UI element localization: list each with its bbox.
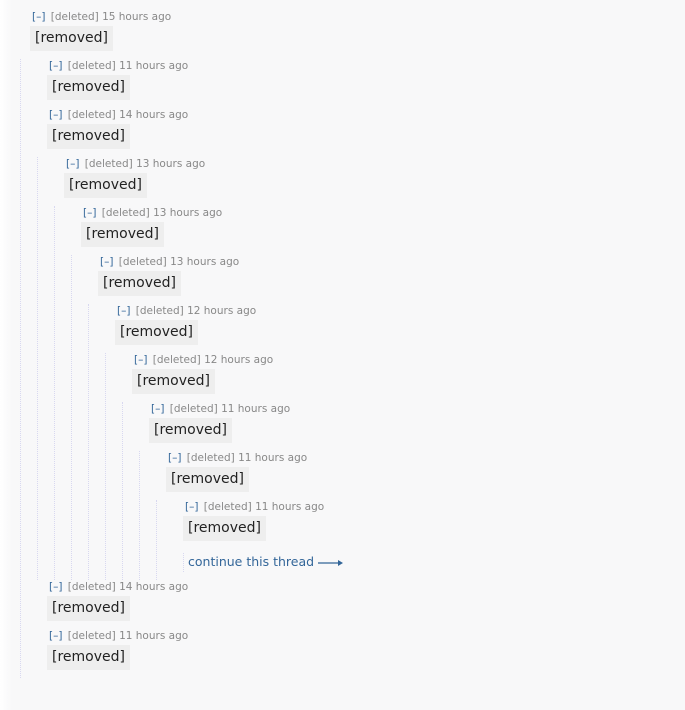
collapse-toggle[interactable]: [–] [49, 60, 63, 72]
comment-1: [–] [deleted] 11 hours ago [removed] [47, 59, 670, 108]
continue-thread-link[interactable]: continue this thread [183, 553, 344, 572]
comment-author: [deleted] [186, 452, 235, 464]
comment-thread: [–] [deleted] 15 hours ago [removed] [–]… [20, 10, 670, 678]
comment-0: [–] [deleted] 15 hours ago [removed] [–]… [20, 10, 670, 678]
collapse-toggle[interactable]: [–] [100, 256, 114, 268]
comment-5: [–] [deleted] 13 hours ago [removed] [–]… [88, 255, 670, 580]
comment-children: [–] [deleted] 12 hours ago [removed] [–]… [105, 353, 670, 580]
comment-9: [–] [deleted] 11 hours ago [removed] [–]… [156, 451, 670, 580]
comment-time: 15 hours ago [102, 11, 172, 23]
comment-author: [deleted] [101, 207, 150, 219]
comment-6: [–] [deleted] 12 hours ago [removed] [–]… [105, 304, 670, 580]
comment-tagline: [–] [deleted] 11 hours ago [49, 629, 670, 643]
comment-author: [deleted] [152, 354, 201, 366]
collapse-toggle[interactable]: [–] [32, 11, 46, 23]
comment-children: [–] [deleted] 12 hours ago [removed] [–]… [88, 304, 670, 580]
comment-4: [–] [deleted] 13 hours ago [removed] [–]… [71, 206, 670, 580]
comment-author: [deleted] [67, 109, 116, 121]
comment-children: [–] [deleted] 11 hours ago [removed] [–]… [139, 451, 670, 580]
collapse-toggle[interactable]: [–] [49, 109, 63, 121]
comment-body: [removed] [81, 222, 164, 247]
comment-time: 12 hours ago [187, 305, 257, 317]
comment-time: 11 hours ago [255, 501, 325, 513]
collapse-toggle[interactable]: [–] [66, 158, 80, 170]
comment-tagline: [–] [deleted] 12 hours ago [134, 353, 670, 367]
comment-body: [removed] [30, 26, 113, 51]
comment-tagline: [–] [deleted] 13 hours ago [83, 206, 670, 220]
comment-body: [removed] [115, 320, 198, 345]
comment-2: [–] [deleted] 14 hours ago [removed] [–]… [37, 108, 670, 580]
comment-tagline: [–] [deleted] 11 hours ago [168, 451, 670, 465]
comment-3: [–] [deleted] 13 hours ago [removed] [–]… [54, 157, 670, 580]
collapse-toggle[interactable]: [–] [83, 207, 97, 219]
comment-tagline: [–] [deleted] 12 hours ago [117, 304, 670, 318]
collapse-toggle[interactable]: [–] [49, 629, 63, 642]
comment-time: 11 hours ago [119, 60, 189, 72]
comment-body: [removed] [47, 75, 130, 100]
comment-12: [–] [deleted] 11 hours ago [removed] [47, 629, 670, 678]
comment-body: [removed] [132, 369, 215, 394]
arrow-right-icon [318, 554, 344, 572]
comment-body: [removed] [183, 516, 266, 541]
collapse-toggle[interactable]: [–] [168, 452, 182, 464]
comment-tagline: [–] [deleted] 13 hours ago [66, 157, 670, 171]
comment-author: [deleted] [203, 501, 252, 513]
comment-body: [removed] [98, 271, 181, 296]
comment-tagline: [–] [deleted] 15 hours ago [32, 10, 670, 24]
page-edge [0, 0, 12, 710]
comment-8: [–] [deleted] 11 hours ago [removed] [–]… [139, 402, 670, 580]
comment-author: [deleted] [67, 629, 116, 642]
comment-11: [–] [deleted] 14 hours ago [removed] [47, 580, 670, 629]
comment-children: [–] [deleted] 11 hours ago [removed] con… [156, 500, 670, 580]
collapse-toggle[interactable]: [–] [117, 305, 131, 317]
comment-children: [–] [deleted] 13 hours ago [removed] [–]… [71, 255, 670, 580]
comment-tagline: [–] [deleted] 14 hours ago [49, 108, 670, 122]
comment-body: [removed] [166, 467, 249, 492]
collapse-toggle[interactable]: [–] [49, 580, 63, 593]
comment-children: [–] [deleted] 13 hours ago [removed] [–]… [37, 157, 670, 580]
comment-tagline: [–] [deleted] 11 hours ago [49, 59, 670, 73]
comment-body: [removed] [64, 173, 147, 198]
comment-tagline: [–] [deleted] 14 hours ago [49, 580, 670, 594]
comment-time: 11 hours ago [238, 452, 308, 464]
comment-author: [deleted] [169, 403, 218, 415]
comment-time: 12 hours ago [204, 354, 274, 366]
comment-body: [removed] [47, 644, 130, 670]
comment-body: [removed] [47, 124, 130, 149]
comment-time: 13 hours ago [153, 207, 223, 219]
comment-body: [removed] [149, 418, 232, 443]
comment-time: 11 hours ago [221, 403, 291, 415]
comment-time: 13 hours ago [170, 256, 240, 268]
comment-children: [–] [deleted] 13 hours ago [removed] [–]… [54, 206, 670, 580]
comment-time: 14 hours ago [119, 580, 189, 593]
comment-author: [deleted] [50, 11, 99, 23]
comment-author: [deleted] [118, 256, 167, 268]
comment-7: [–] [deleted] 12 hours ago [removed] [–]… [122, 353, 670, 580]
comment-time: 14 hours ago [119, 109, 189, 121]
collapse-toggle[interactable]: [–] [151, 403, 165, 415]
comment-author: [deleted] [135, 305, 184, 317]
comment-author: [deleted] [84, 158, 133, 170]
comment-time: 13 hours ago [136, 158, 206, 170]
collapse-toggle[interactable]: [–] [134, 354, 148, 366]
comment-body: [removed] [47, 595, 130, 621]
comment-tagline: [–] [deleted] 11 hours ago [185, 500, 670, 514]
comment-children: [–] [deleted] 11 hours ago [removed] [–]… [20, 59, 670, 678]
continue-thread-label: continue this thread [188, 554, 315, 569]
comment-children: [–] [deleted] 11 hours ago [removed] [–]… [122, 402, 670, 580]
comment-10: [–] [deleted] 11 hours ago [removed] [183, 500, 670, 549]
comment-tagline: [–] [deleted] 11 hours ago [151, 402, 670, 416]
comment-time: 11 hours ago [119, 629, 189, 642]
comment-author: [deleted] [67, 60, 116, 72]
collapse-toggle[interactable]: [–] [185, 501, 199, 513]
comment-author: [deleted] [67, 580, 116, 593]
comment-tagline: [–] [deleted] 13 hours ago [100, 255, 670, 269]
